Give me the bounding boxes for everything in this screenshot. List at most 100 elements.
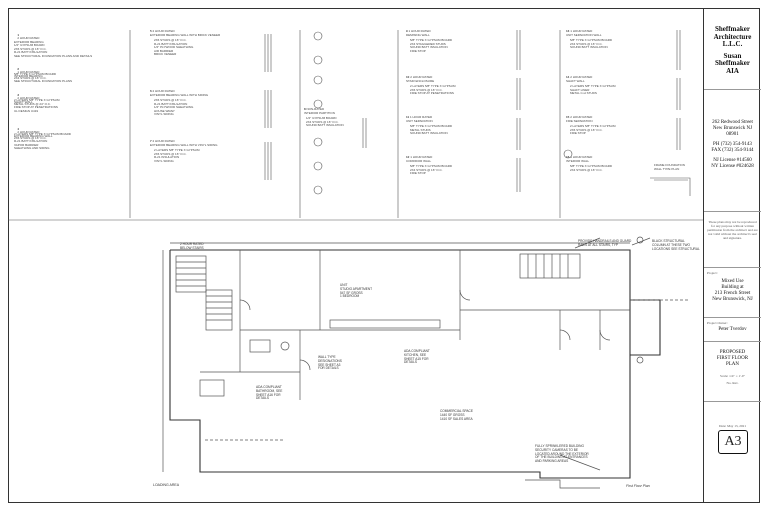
firm-phone: PH (732) 354-9143 xyxy=(713,142,752,147)
wall-note-3: 3 2 HOUR RATED SHAFT WALL xyxy=(14,90,39,108)
section-body: 2X6 STUDS @ 16" O.C. R-21 BATT INSULATIO… xyxy=(154,38,194,57)
label-sprinkler-note: FULLY SPRINKLERED BUILDING SECURITY CAME… xyxy=(535,444,589,464)
project-label: Project: xyxy=(707,271,718,275)
section-title: 2 HOUR RATED EXTERIOR BEARING WALL WITH … xyxy=(150,89,209,97)
detail-marker xyxy=(313,75,323,85)
section-number: 14 xyxy=(566,75,570,79)
wall-type-notes: 1 2 HOUR RATED EXTERIOR BEARING 1/2" GYP… xyxy=(14,28,704,218)
firm-address: 262 Redwood Street xyxy=(712,120,753,125)
section-number: 12 xyxy=(406,155,410,159)
section-note-12: 12 1 HOUR RATED CORRIDOR WALL xyxy=(406,155,433,163)
toilet xyxy=(280,341,290,351)
section-number: 8 xyxy=(304,107,306,111)
section-note-7: 7 2 HOUR RATED EXTERIOR BEARING WALL WIT… xyxy=(150,139,218,147)
column-marker xyxy=(636,236,644,244)
wall-note-3-body: 2 LAYERS 5/8" TYPE X GYPSUM METAL STUDS … xyxy=(14,98,60,113)
owner-name: Peter Tverdov xyxy=(718,327,747,332)
project-name: Building at xyxy=(721,285,744,290)
detail-marker xyxy=(313,31,323,41)
section-title: 2 HOUR RATED EXTERIOR BEARING WALL WITH … xyxy=(150,29,221,37)
section-body: 1/2" GYPSUM BOARD 2X4 STUDS @ 16" O.C. S… xyxy=(306,116,344,128)
plan-title: First Floor Plan xyxy=(626,484,650,488)
detail-marker xyxy=(313,185,323,195)
drawing-sheet xyxy=(8,8,760,503)
section-note-5: 5 2 HOUR RATED EXTERIOR BEARING WALL WIT… xyxy=(150,29,221,37)
wall-section-strip xyxy=(516,30,521,192)
project-name: New Brunswick, NJ xyxy=(712,297,753,302)
section-note-15: 15 2 HOUR RATED FIRE SEPARATION xyxy=(566,115,593,123)
firm-name: Architecture xyxy=(713,32,752,41)
wall-note-4: 4 2 HOUR RATED EXTERIOR BEARING WALL xyxy=(14,124,53,142)
label-hour-rated-stairs: 2 HOUR RATED BELOW STAIRS xyxy=(180,242,204,250)
section-note-14: 14 2 HOUR RATED SHAFT WALL xyxy=(566,75,592,83)
drawing-title: PLAN xyxy=(725,362,740,367)
section-number: 6 xyxy=(150,89,152,93)
section-note-9: 9 1 HOUR RATED DEMISING WALL xyxy=(406,29,431,37)
detail-marker xyxy=(313,161,323,171)
wall-note-number: 2 xyxy=(17,66,20,71)
section-note-6: 6 2 HOUR RATED EXTERIOR BEARING WALL WIT… xyxy=(150,89,209,97)
section-note-11: 11 1 HOUR RATED UNIT SEPARATION xyxy=(406,115,433,123)
label-steel-column: BLACK STRUCTURAL COLUMN AT THESE TWO LOC… xyxy=(652,239,700,251)
firm-info: Sheffmaker Architecture L.L.C. Susan She… xyxy=(704,8,761,90)
drawing-title: FIRST FLOOR xyxy=(716,356,749,361)
label-wall-types: WALL TYPE DESIGNATIONS SEE SHEET A3 FOR … xyxy=(318,355,342,371)
label-ada-kitchen: ADA COMPLIANT KITCHEN, SEE SHEET A15 FOR… xyxy=(404,349,430,365)
section-number: 5 xyxy=(150,29,152,33)
wall-section-strip xyxy=(264,34,272,72)
label-studio-unit: UNIT STUDIO APARTMENT 547 SF GROSS 1 BED… xyxy=(340,283,373,299)
label-handrails: PROVIDE HANDRAILS AND GUARD RAILS AT ALL… xyxy=(578,239,632,247)
firm-fax: FAX (732) 354-9144 xyxy=(711,148,754,153)
detail-marker xyxy=(563,149,573,159)
wall-note-number: 3 xyxy=(17,92,20,97)
section-note-8: 8 NON-RATED INTERIOR PARTITION xyxy=(304,107,335,115)
wall-section-strip xyxy=(676,30,681,150)
section-note-13: 13 1 HOUR RATED UNIT SEPARATION WALL xyxy=(566,29,602,37)
firm-contact: 262 Redwood Street New Brunswick NJ 0890… xyxy=(704,90,761,212)
wall-note-1: 1 2 HOUR RATED EXTERIOR BEARING xyxy=(14,30,44,48)
firm-name: Sheffmaker xyxy=(715,25,750,33)
project-name: 213 French Street xyxy=(714,291,751,296)
section-title: 1 HOUR RATED DEMISING WALL xyxy=(406,29,431,37)
label-loading-area: LOADING AREA xyxy=(153,483,180,487)
drawing-scale: Scale: 1/4" = 1'-0" xyxy=(720,374,745,378)
leader-line xyxy=(574,237,601,249)
lintel-detail xyxy=(650,177,691,196)
leader-line xyxy=(559,454,601,471)
section-number: 9 xyxy=(406,29,408,33)
owner-label: Project Owner: xyxy=(707,321,728,325)
owner-box: Project Owner: Peter Tverdov xyxy=(704,318,761,342)
section-title: 1 HOUR RATED CORRIDOR WALL xyxy=(406,155,433,163)
wall-note-4-body: 2 LAYERS 5/8" TYPE X GYPSUM BOARD 2X6 ST… xyxy=(14,132,71,151)
firm-address: 08901 xyxy=(726,132,739,137)
bathroom-fixture xyxy=(199,379,225,397)
section-title: 1 HOUR RATED UNIT SEPARATION WALL xyxy=(566,29,602,37)
section-body: 2 LAYERS 5/8" TYPE X GYPSUM 2X6 STUDS @ … xyxy=(410,84,456,96)
section-body: 5/8" TYPE X GYPSUM BOARD 2X4 STUDS @ 16"… xyxy=(570,38,613,50)
label-ada-bathroom: ADA COMPLIANT BATHROOM, SEE SHEET A16 FO… xyxy=(256,385,283,401)
wall-note-number: 4 xyxy=(17,126,20,131)
leader-line xyxy=(631,237,651,246)
title-block: Sheffmaker Architecture L.L.C. Susan She… xyxy=(703,8,761,503)
license-ny: NY License #024628 xyxy=(711,164,754,169)
door-swing xyxy=(299,359,311,371)
section-number: 10 xyxy=(406,75,410,79)
wall-note-2: 2 1 HOUR RATED INTERIOR BEARING xyxy=(14,64,43,82)
wall-section-strip xyxy=(362,118,367,148)
drawing-title-box: PROPOSED FIRST FLOOR PLAN Scale: 1/4" = … xyxy=(704,342,761,402)
section-number: 11 xyxy=(406,115,410,119)
disclaimer-box: These plans may not be reproduced for an… xyxy=(704,212,761,268)
section-body: 2X6 STUDS @ 16" O.C. R-21 BATT INSULATIO… xyxy=(154,98,194,117)
wall-note-title: 1 HOUR RATED INTERIOR BEARING xyxy=(14,70,43,78)
section-number: 15 xyxy=(566,115,570,119)
principal-name: AIA xyxy=(726,66,739,75)
wall-section-strip xyxy=(264,142,272,180)
wall-note-title: 2 HOUR RATED EXTERIOR BEARING xyxy=(14,36,44,44)
section-number: 16 xyxy=(566,155,570,159)
exterior-wall xyxy=(630,299,661,356)
project-name: Mixed Use xyxy=(721,279,744,284)
section-number: 7 xyxy=(150,139,152,143)
section-body: 5/8" TYPE X GYPSUM BOARD 2X4 STAGGERED S… xyxy=(410,38,453,53)
wall-note-title: 2 HOUR RATED EXTERIOR BEARING WALL xyxy=(14,130,53,138)
column-marker xyxy=(636,356,644,364)
